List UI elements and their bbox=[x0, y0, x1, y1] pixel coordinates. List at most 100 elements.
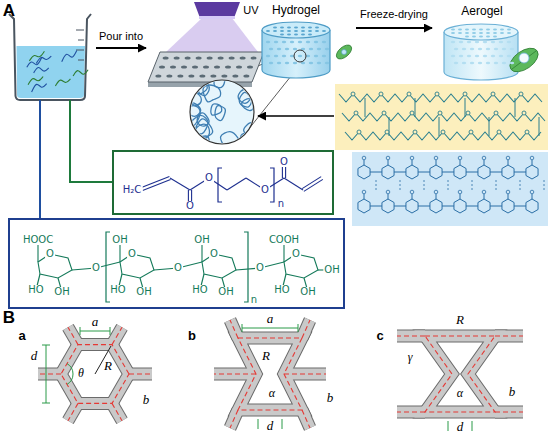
dimension-line bbox=[472, 421, 473, 431]
hydroxyl bbox=[410, 190, 414, 194]
ring-bonds bbox=[202, 254, 236, 278]
pore bbox=[483, 41, 487, 43]
pore bbox=[507, 41, 511, 43]
pore bbox=[475, 55, 479, 57]
polymer-chain bbox=[73, 70, 88, 76]
hydroxyl bbox=[458, 156, 462, 160]
subfigure-label: a bbox=[18, 329, 25, 343]
atom-label: O bbox=[291, 249, 301, 259]
cell-wall bbox=[112, 327, 122, 344]
centre-line bbox=[214, 373, 256, 374]
cellulose-network bbox=[358, 156, 544, 213]
atom-label: O bbox=[185, 201, 195, 211]
cell-wall bbox=[214, 369, 256, 380]
pore bbox=[507, 32, 511, 34]
cell-wall bbox=[68, 403, 78, 420]
cell-wall bbox=[495, 407, 523, 418]
glucose-ring bbox=[526, 165, 538, 179]
cell-wall bbox=[397, 407, 425, 418]
gel-pores bbox=[266, 27, 329, 65]
dimension-label: θ bbox=[78, 367, 84, 380]
dimension-line bbox=[80, 331, 110, 332]
glycosidic-bond bbox=[490, 172, 502, 173]
glucose-ring bbox=[382, 165, 394, 179]
hydroxyl-bond bbox=[508, 160, 509, 165]
polymer-chain bbox=[62, 50, 77, 61]
ring-bonds bbox=[120, 254, 154, 278]
hydroxyl bbox=[482, 156, 486, 160]
figure-part bbox=[76, 50, 84, 51]
cell-wall bbox=[302, 320, 310, 338]
pore bbox=[325, 48, 329, 50]
pore bbox=[280, 34, 284, 36]
cell-wall bbox=[61, 345, 129, 404]
cell-wall bbox=[302, 410, 310, 428]
pore bbox=[293, 48, 297, 50]
polymer-chain bbox=[32, 84, 47, 92]
hydroxyl bbox=[506, 156, 510, 160]
hydroxyl-bond bbox=[460, 194, 461, 199]
glucose-ring bbox=[454, 165, 466, 179]
oxygen-atom bbox=[466, 111, 470, 115]
pore bbox=[287, 27, 291, 29]
pore bbox=[274, 55, 278, 57]
atom-label: COOH bbox=[268, 235, 300, 245]
pore bbox=[486, 48, 490, 50]
mould-hole bbox=[166, 74, 172, 77]
hydroxyl-bond bbox=[388, 194, 389, 199]
pore bbox=[483, 55, 487, 57]
glycosidic-bond bbox=[418, 206, 430, 207]
pore bbox=[277, 48, 281, 50]
honeycomb-cell bbox=[214, 320, 326, 428]
pore bbox=[486, 32, 490, 34]
pore bbox=[479, 29, 483, 31]
oxygen-atom bbox=[413, 130, 417, 134]
repeat-bracket bbox=[244, 232, 248, 302]
cell-wall bbox=[495, 331, 523, 342]
figure-part bbox=[78, 40, 84, 41]
pore bbox=[317, 48, 321, 50]
cell-wall bbox=[129, 369, 152, 380]
double-bond bbox=[302, 177, 321, 189]
leaf-icon bbox=[506, 43, 543, 76]
angle-arc bbox=[67, 364, 73, 385]
cell-wall bbox=[397, 331, 425, 342]
pore bbox=[475, 41, 479, 43]
panel-label: A bbox=[3, 2, 15, 21]
atom-label: H₂C bbox=[122, 185, 143, 195]
oxygen-atom bbox=[497, 130, 501, 134]
dimension-line bbox=[242, 328, 298, 329]
dimension-label: d bbox=[457, 420, 464, 434]
pore bbox=[294, 34, 298, 36]
single-bond bbox=[227, 178, 246, 190]
pore bbox=[308, 27, 312, 29]
leaf-sample bbox=[342, 50, 347, 55]
oxygen-atom bbox=[357, 130, 361, 134]
pore bbox=[462, 48, 466, 50]
cell-wall bbox=[230, 320, 238, 338]
hydroxyl-bond bbox=[532, 194, 533, 199]
single-bond bbox=[284, 178, 303, 190]
pore-wall bbox=[239, 92, 251, 107]
uv-lamp-glow bbox=[199, 16, 235, 19]
mould-hole bbox=[210, 74, 216, 77]
cell-wall bbox=[495, 330, 523, 343]
cell-wall bbox=[302, 320, 310, 338]
pore bbox=[459, 55, 463, 57]
mould-plate bbox=[148, 52, 264, 82]
panel-label: B bbox=[3, 309, 15, 328]
pore bbox=[308, 30, 312, 32]
atom-label: O bbox=[255, 263, 265, 273]
atom-label: n bbox=[250, 295, 258, 305]
pore bbox=[467, 55, 471, 57]
hydroxyl bbox=[530, 190, 534, 194]
dimension-label: R bbox=[456, 313, 464, 327]
atom-label: O bbox=[91, 263, 101, 273]
pore-wall bbox=[214, 76, 225, 88]
dimension-label: γ bbox=[408, 351, 413, 364]
ring-bonds bbox=[284, 254, 318, 278]
pore bbox=[280, 27, 284, 29]
hydroxyl-bond bbox=[484, 194, 485, 199]
pore bbox=[314, 41, 318, 43]
pore bbox=[287, 34, 291, 36]
